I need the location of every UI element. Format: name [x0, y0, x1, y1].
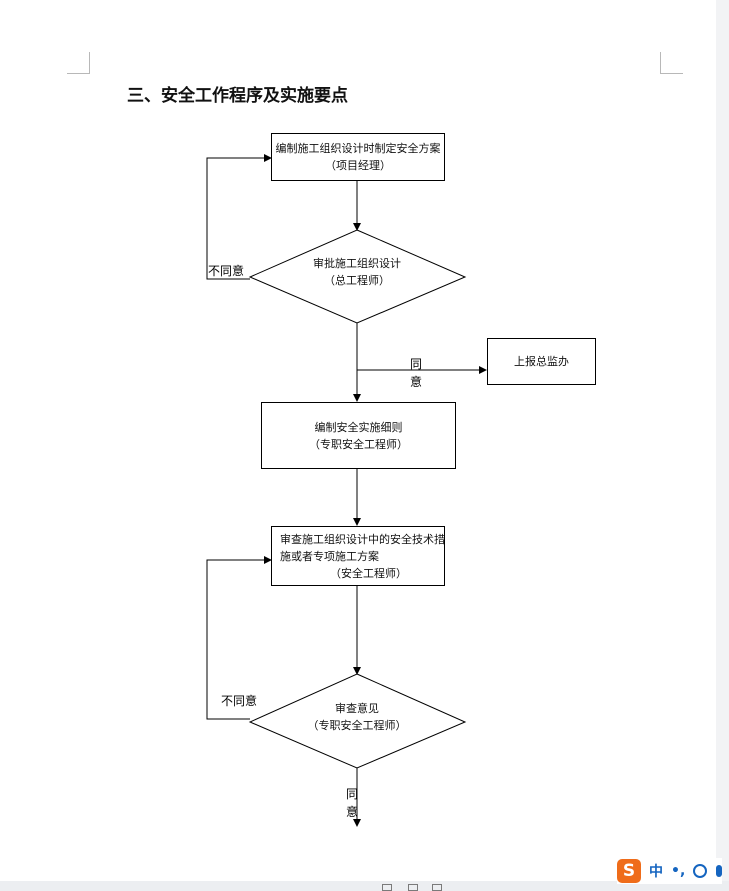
step2-line2: （专职安全工程师） — [309, 437, 408, 451]
reject-label-2: 不同意 — [221, 694, 258, 708]
connector-reject-loop-2 — [206, 556, 272, 720]
decision1-line1: 审批施工组织设计 — [313, 257, 401, 270]
step2-line1: 编制安全实施细则 — [314, 420, 403, 434]
step1-line1: 编制施工组织设计时制定安全方案 — [275, 142, 441, 155]
approve-label-2: 同 意 — [346, 785, 358, 821]
step-report-to-supervisor: 上报总监办 — [487, 338, 596, 385]
decision1-line2: （总工程师） — [324, 274, 390, 287]
step-safety-implementation-rules: 编制安全实施细则 （专职安全工程师） — [261, 402, 456, 469]
decision1-shape — [248, 229, 467, 324]
step3-line1: 审查施工组织设计中的安全技术措 — [280, 533, 445, 546]
connector-reject-loop-1 — [206, 154, 272, 280]
view-page-icon[interactable] — [382, 884, 392, 891]
section-heading: 三、安全工作程序及实施要点 — [127, 86, 348, 106]
emoji-icon[interactable] — [693, 864, 708, 878]
approve1-char2: 意 — [410, 375, 423, 389]
status-bar — [0, 881, 729, 891]
decision-approve-design: 审批施工组织设计 （总工程师） — [290, 255, 424, 289]
decision2-line2: （专职安全工程师） — [307, 719, 407, 732]
ime-logo-icon[interactable]: S — [617, 859, 641, 883]
view-outline-icon[interactable] — [408, 884, 418, 891]
view-read-icon[interactable] — [432, 884, 442, 891]
microphone-icon[interactable] — [716, 865, 723, 877]
decision2-line1: 审查意见 — [335, 702, 379, 715]
step3-line3: （安全工程师） — [330, 567, 407, 580]
crop-mark-top-right — [660, 52, 683, 74]
approve1-char1: 同 — [410, 357, 423, 371]
ime-mode-toggle[interactable]: 中 — [649, 864, 663, 880]
approve2-char1: 同 — [346, 787, 359, 801]
reject-label-1: 不同意 — [208, 264, 245, 278]
crop-mark-top-left — [67, 52, 90, 74]
report-label: 上报总监办 — [514, 355, 569, 368]
ime-toolbar[interactable]: S 中 •, — [617, 858, 723, 884]
step3-line2: 施或者专项施工方案 — [280, 550, 379, 563]
decision2-shape — [248, 673, 467, 769]
step-review-safety-measures: 审查施工组织设计中的安全技术措 施或者专项施工方案 （安全工程师） — [271, 526, 445, 586]
approve2-char2: 意 — [346, 805, 359, 819]
decision-review-opinion: 审查意见 （专职安全工程师） — [290, 700, 424, 734]
ime-punct-toggle[interactable]: •, — [671, 863, 686, 879]
approve-label-1: 同 意 — [410, 355, 422, 391]
step1-line2: （项目经理） — [325, 159, 391, 172]
step-compile-safety-plan: 编制施工组织设计时制定安全方案 （项目经理） — [271, 133, 445, 181]
